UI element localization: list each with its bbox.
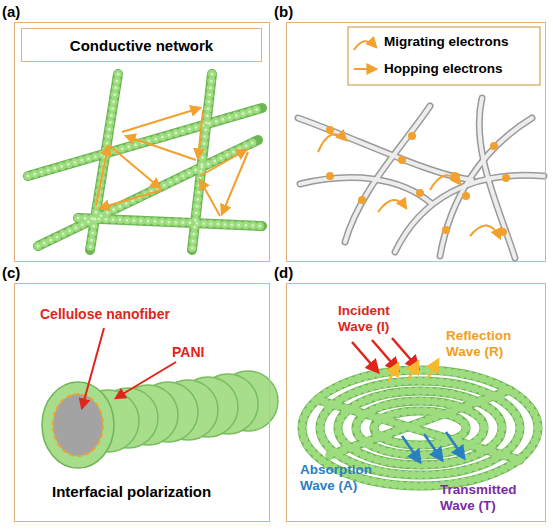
nanofiber-network: [38, 140, 258, 246]
nanofiber-network: [38, 140, 258, 246]
fiber-tube: [298, 98, 544, 258]
electron-path-arrow: [96, 108, 248, 216]
electron-dot: [408, 132, 416, 140]
fiber-tube: [345, 106, 430, 242]
nanofiber-network: [28, 108, 262, 176]
reflection-arrow: [408, 362, 418, 380]
fiber-tube: [440, 118, 532, 256]
electron-dot: [502, 174, 510, 182]
electron-dot: [326, 126, 334, 134]
electron-path-arrow: [126, 136, 196, 160]
electron-path-arrow: [198, 110, 203, 158]
header-title: Conductive network: [70, 37, 213, 54]
fiber-mat: [330, 390, 510, 455]
electron-path-arrow: [100, 190, 162, 208]
nanofiber-network: [28, 74, 262, 250]
nanofiber-network: [78, 218, 262, 226]
electron-dot: [490, 142, 498, 150]
reflection-arrow: [388, 364, 398, 382]
hopping-arrow: [430, 175, 460, 190]
annotation: Incident Wave (I): [338, 303, 408, 335]
nanofiber-network: [28, 74, 262, 250]
annotation: Interfacial polarization: [52, 484, 252, 500]
legend-sample: [354, 68, 376, 70]
transmission-arrow: [402, 432, 464, 462]
nanofiber-network: [28, 108, 262, 176]
legend-sample: [354, 41, 376, 69]
electron-dot: [462, 192, 470, 200]
panel-frame: (a)Conductive network: [14, 22, 270, 262]
legend-text: Hopping electrons: [384, 61, 503, 76]
electron-path-arrow: [122, 108, 200, 132]
fiber-tube: [395, 175, 544, 252]
panel-label: (c): [2, 264, 20, 281]
annotation: Cellulose nanofiber: [40, 306, 200, 322]
annotation: PANI: [172, 344, 232, 360]
header-box: Conductive network: [21, 28, 262, 62]
incident-arrow: [392, 338, 418, 368]
legend-text: Migrating electrons: [384, 34, 509, 49]
electron-path-arrow: [222, 152, 248, 214]
reflection-arrow: [428, 360, 438, 378]
legend-box: [348, 27, 540, 85]
hopping-arrow: [470, 225, 500, 238]
nanofiber-network: [28, 74, 262, 250]
electron-dot: [416, 189, 424, 197]
fiber-tube: [298, 118, 472, 180]
annotation: Reflection Wave (R): [446, 328, 526, 360]
incident-arrow: [372, 340, 398, 370]
nanofiber-network: [78, 218, 262, 226]
electron-dot: [326, 172, 334, 180]
fiber-tube: [395, 175, 544, 252]
nanofiber-network: [38, 140, 258, 246]
electron-dot: [398, 156, 406, 164]
electron-path-arrow: [200, 180, 220, 216]
incident-arrow: [352, 342, 378, 372]
pani-shell: [42, 382, 114, 468]
cellulose-core: [53, 394, 103, 456]
transmission-arrow: [424, 434, 442, 460]
pointer-arrow: [116, 362, 176, 398]
electron-dot: [358, 196, 366, 204]
legend-sample: [354, 41, 376, 50]
electron-dot: [326, 126, 510, 236]
electron-dot: [442, 226, 450, 234]
interface-line: [53, 394, 103, 456]
pointer-arrow: [82, 328, 176, 408]
electron-path-arrow: [110, 146, 160, 188]
hopping-arrow: [318, 134, 500, 238]
pointer-arrow: [82, 328, 104, 408]
fiber-tube: [298, 98, 544, 258]
fiber-tube: [300, 178, 432, 204]
panel-label: (a): [2, 3, 20, 20]
panel-label: (b): [274, 3, 293, 20]
fiber-mat: [330, 390, 510, 455]
annotation: Transmitted Wave (T): [440, 482, 540, 514]
fiber-tube: [298, 98, 544, 258]
transmission-arrow: [446, 432, 464, 458]
nanofiber-network: [90, 74, 118, 250]
reflection-arrow: [388, 360, 438, 382]
annotation: Absorption Wave (A): [300, 462, 384, 494]
nanofiber-network: [78, 218, 262, 226]
electron-dot: [499, 228, 507, 236]
transmission-arrow: [402, 436, 420, 462]
nanofiber-network: [28, 74, 262, 250]
hopping-arrow: [318, 134, 346, 152]
incident-arrow: [352, 338, 418, 372]
nanofiber-network: [192, 74, 212, 250]
panel-label: (d): [274, 264, 293, 281]
fiber-tube: [300, 178, 432, 204]
panel-frame: (b): [286, 22, 546, 262]
hopping-arrow: [378, 200, 406, 212]
nanofiber-network: [90, 74, 118, 250]
electron-path-arrow: [96, 146, 108, 206]
nanofiber-network: [28, 108, 262, 176]
